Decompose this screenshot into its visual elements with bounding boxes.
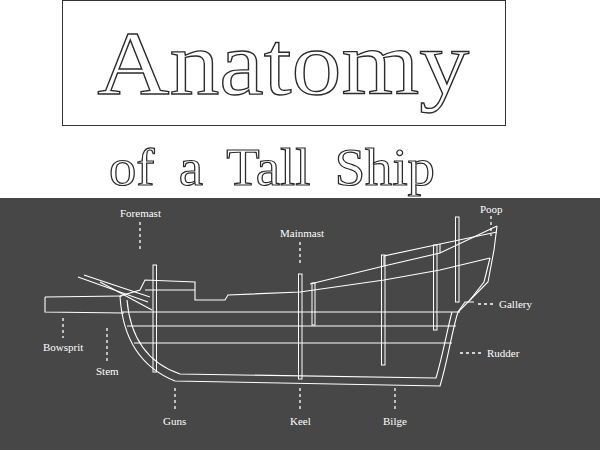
subtitle: of a Tall Ship [109, 138, 435, 198]
part-label: Rudder [487, 347, 519, 360]
part-label: Stem [96, 365, 119, 378]
ship-hull [45, 226, 497, 386]
dark-ground [0, 198, 600, 450]
part-label: Mainmast [280, 227, 324, 240]
part-label: Bilge [383, 415, 407, 428]
leader-lines [63, 216, 496, 412]
title-frame [63, 1, 506, 126]
masts [153, 217, 459, 379]
title: Anatomy [98, 13, 470, 113]
title-frame-box: Anatomy [62, 0, 505, 125]
part-label: Bowsprit [43, 341, 83, 354]
part-label: Foremast [120, 207, 161, 220]
part-label: Guns [163, 415, 186, 428]
part-label: Poop [480, 203, 503, 216]
part-label: Keel [290, 415, 311, 428]
part-label: Gallery [499, 298, 532, 311]
